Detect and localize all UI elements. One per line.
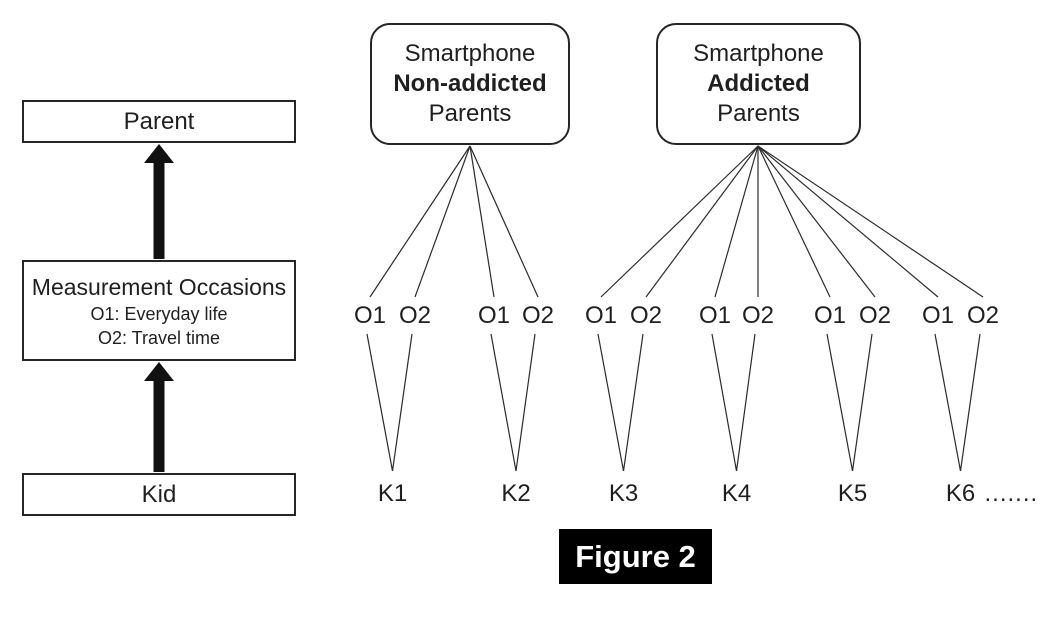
fan-line	[600, 145, 759, 298]
fan-line	[757, 145, 876, 298]
kid-label: K5	[837, 480, 868, 507]
kid-box: Kid	[22, 473, 296, 516]
group-title-line: Parents	[428, 100, 512, 127]
figure-caption-text: Figure 2	[575, 538, 696, 574]
parent-box: Parent	[22, 100, 296, 143]
occasion-label: O1	[353, 302, 387, 329]
fan-line	[414, 145, 471, 298]
kid-ellipsis: .......	[984, 480, 1039, 507]
group-title-line: Addicted	[707, 70, 810, 97]
occasion-label: O1	[921, 302, 955, 329]
arrow-kid-to-measurement	[144, 362, 174, 472]
fan-line	[645, 145, 759, 298]
group-box-non-addicted: Smartphone Non-addicted Parents	[370, 23, 570, 145]
fan-line	[469, 145, 539, 298]
measurement-box-title: Measurement Occasions	[31, 273, 287, 300]
fan-line	[757, 145, 939, 298]
group-title-line: Smartphone	[404, 40, 536, 67]
fan-line	[757, 145, 984, 298]
occasion-kid-line	[597, 333, 625, 472]
measurement-box: Measurement Occasions O1: Everyday life …	[22, 260, 296, 361]
figure-caption: Figure 2	[559, 529, 712, 584]
occasion-label: O1	[813, 302, 847, 329]
group-title-line: Parents	[717, 100, 800, 127]
arrow-measurement-to-parent	[144, 144, 174, 259]
occasion-kid-line	[851, 333, 873, 472]
group-title-line: Smartphone	[693, 40, 824, 67]
occasion-label: O2	[521, 302, 555, 329]
occasion-label: O2	[398, 302, 432, 329]
fan-line	[714, 145, 759, 298]
occasion-definition: O1: Everyday life	[90, 303, 228, 324]
occasion-kid-line	[366, 333, 394, 472]
kid-label: K3	[608, 480, 639, 507]
kid-label: K2	[501, 480, 531, 507]
fan-line	[757, 145, 831, 298]
occasion-label: O2	[741, 302, 775, 329]
kid-box-label: Kid	[141, 480, 177, 508]
parent-box-label: Parent	[123, 107, 195, 135]
occasion-kid-line	[826, 333, 854, 472]
fan-line	[369, 145, 471, 298]
occasion-label: O2	[858, 302, 892, 329]
occasion-label: O1	[698, 302, 732, 329]
occasion-label: O2	[629, 302, 663, 329]
occasion-kid-line	[934, 333, 962, 472]
occasion-definition: O2: Travel time	[97, 327, 221, 348]
occasion-kid-line	[959, 333, 981, 472]
occasion-label: O1	[584, 302, 618, 329]
occasion-kid-line	[622, 333, 644, 472]
occasion-kid-line	[490, 333, 517, 472]
occasion-label: O2	[966, 302, 1000, 329]
occasion-kid-line	[735, 333, 756, 472]
kid-label: K4	[721, 480, 752, 507]
kid-label: K1	[377, 480, 408, 507]
occasion-kid-line	[515, 333, 536, 472]
group-box-addicted: Smartphone Addicted Parents	[656, 23, 861, 145]
kid-label: K6	[945, 480, 976, 507]
occasion-kid-line	[711, 333, 738, 472]
group-title-line: Non-addicted	[393, 70, 547, 97]
occasion-label: O1	[477, 302, 511, 329]
fan-line	[469, 145, 495, 298]
occasion-kid-line	[391, 333, 413, 472]
